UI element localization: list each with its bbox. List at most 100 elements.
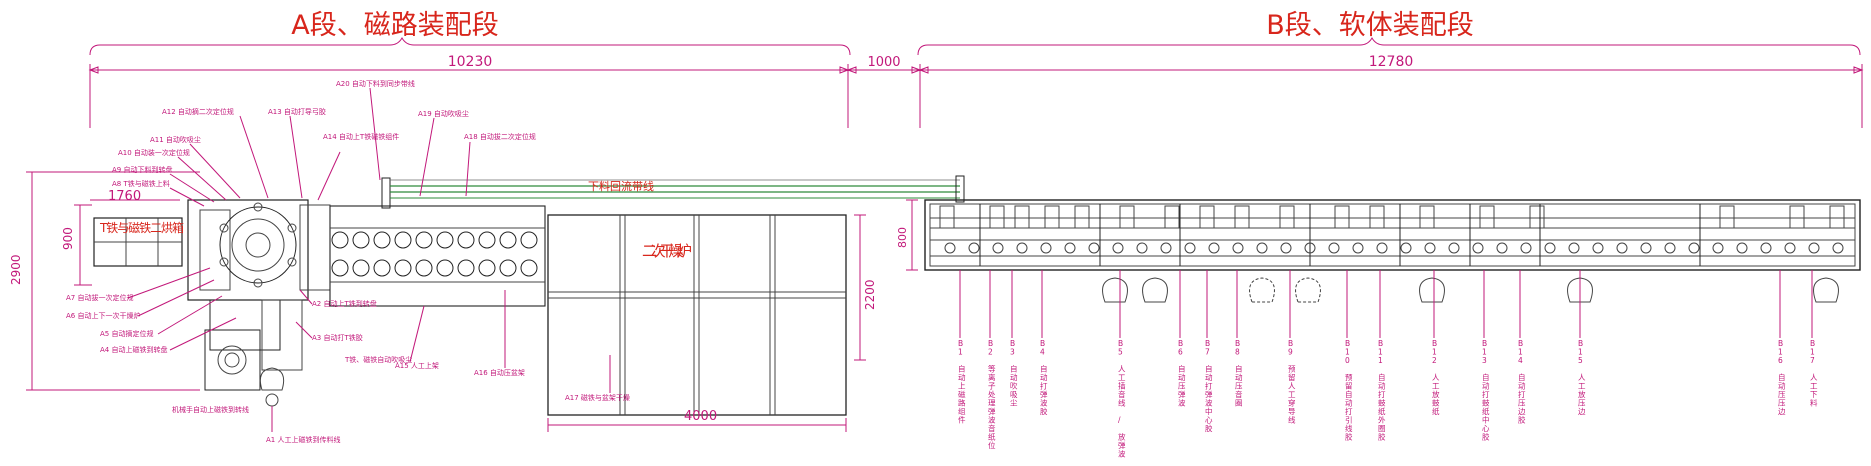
roller	[520, 231, 538, 249]
station-unit	[1234, 205, 1250, 229]
return-conveyor	[390, 175, 965, 203]
svg-text:A12 自动摘二次定位规: A12 自动摘二次定位规	[162, 107, 234, 116]
svg-text:A11 自动吹吸尘: A11 自动吹吸尘	[150, 135, 201, 144]
roller	[415, 259, 433, 277]
b-machine-frame	[924, 199, 1861, 271]
roller	[944, 242, 956, 254]
robot-base-a1	[265, 393, 279, 407]
station-unit	[1789, 205, 1805, 229]
roller	[373, 259, 391, 277]
station-unit	[1279, 205, 1295, 229]
roller	[499, 231, 517, 249]
top-dimension-line	[88, 64, 1864, 128]
roller	[457, 259, 475, 277]
roller	[1736, 242, 1748, 254]
roller	[1520, 242, 1532, 254]
roller	[1616, 242, 1628, 254]
svg-text:A4 自动上磁铁到转盘: A4 自动上磁铁到转盘	[100, 345, 167, 354]
b-stations	[939, 204, 1845, 266]
dim-4000: 4000	[684, 409, 717, 424]
roller	[1760, 242, 1772, 254]
svg-text:A15 人工上架: A15 人工上架	[395, 361, 439, 370]
station-unit	[939, 205, 955, 229]
svg-text:A10 自动装一次定位规: A10 自动装一次定位规	[118, 148, 190, 157]
svg-text:机械手自动上磁铁到转线: 机械手自动上磁铁到转线	[172, 405, 249, 414]
a-callouts-left: A7 自动拔一次定位规 A6 自动上下一次干燥炉 A5 自动摘定位规 A4 自动…	[66, 267, 237, 354]
roller	[331, 231, 349, 249]
roller	[1712, 242, 1724, 254]
station-unit	[1479, 205, 1495, 229]
roller	[1208, 242, 1220, 254]
a-callouts-bottom: A2 自动上T铁到转盘 A3 自动打T铁胶 T铁、磁铁自动吹吸尘 A15 人工上…	[172, 289, 630, 444]
svg-text:A8 T铁与磁铁上料: A8 T铁与磁铁上料	[112, 179, 170, 188]
roller	[520, 259, 538, 277]
station-unit	[1419, 205, 1435, 229]
station-unit	[1044, 205, 1060, 229]
dim-2900: 2900	[9, 254, 23, 285]
svg-text:A19 自动吹吸尘: A19 自动吹吸尘	[418, 109, 469, 118]
roller	[478, 259, 496, 277]
roller	[1112, 242, 1124, 254]
roller	[1400, 242, 1412, 254]
svg-text:A3 自动打T铁胶: A3 自动打T铁胶	[312, 333, 363, 342]
dim-b-length: 12780	[1369, 54, 1414, 70]
roller	[331, 259, 349, 277]
conveyor-label: 下料回流带线	[588, 179, 654, 193]
dim-800: 800	[896, 227, 909, 248]
section-b-brace	[917, 36, 1861, 56]
station-unit	[989, 205, 1005, 229]
roller	[1568, 242, 1580, 254]
a-callouts-top: A20 自动下料到同步带线 A12 自动摘二次定位规 A13 自动打导弓胶 A1…	[112, 79, 536, 207]
roller	[1136, 242, 1148, 254]
station-unit	[1014, 205, 1030, 229]
station-unit	[1529, 205, 1545, 229]
section-b-title: B段、软体装配段	[1266, 10, 1474, 41]
svg-text:A18 自动拔二次定位规: A18 自动拔二次定位规	[464, 132, 536, 141]
roller	[352, 259, 370, 277]
left-dimensions	[26, 171, 200, 391]
roller	[1064, 242, 1076, 254]
magnet-oven	[93, 217, 183, 267]
svg-text:A16 自动压盆架: A16 自动压盆架	[474, 368, 525, 377]
svg-text:T铁、磁铁自动吹吸尘: T铁、磁铁自动吹吸尘	[344, 355, 412, 364]
dim-1760: 1760	[108, 189, 141, 204]
roller	[394, 259, 412, 277]
dim-2200: 2200	[863, 279, 877, 310]
roller	[457, 231, 475, 249]
roller	[1088, 242, 1100, 254]
station-unit	[1719, 205, 1735, 229]
roller	[1328, 242, 1340, 254]
roller	[992, 242, 1004, 254]
roller	[1160, 242, 1172, 254]
roller	[1232, 242, 1244, 254]
svg-text:A13 自动打导弓胶: A13 自动打导弓胶	[268, 107, 326, 116]
robot-footprint-a1	[259, 367, 285, 391]
svg-text:A9 自动下料到转盘: A9 自动下料到转盘	[112, 165, 172, 174]
section-a-brace	[89, 36, 851, 56]
roller	[1688, 242, 1700, 254]
roller	[1280, 242, 1292, 254]
section-a-title: A段、磁路装配段	[291, 10, 498, 41]
station-unit	[1074, 205, 1090, 229]
b-operator-positions	[1102, 277, 1839, 303]
b-rollers	[944, 242, 1844, 254]
station-unit	[1334, 205, 1350, 229]
station-unit	[1199, 205, 1215, 229]
roller	[373, 231, 391, 249]
roller	[1640, 242, 1652, 254]
svg-text:A6 自动上下一次干燥炉: A6 自动上下一次干燥炉	[66, 311, 140, 320]
roller	[1256, 242, 1268, 254]
